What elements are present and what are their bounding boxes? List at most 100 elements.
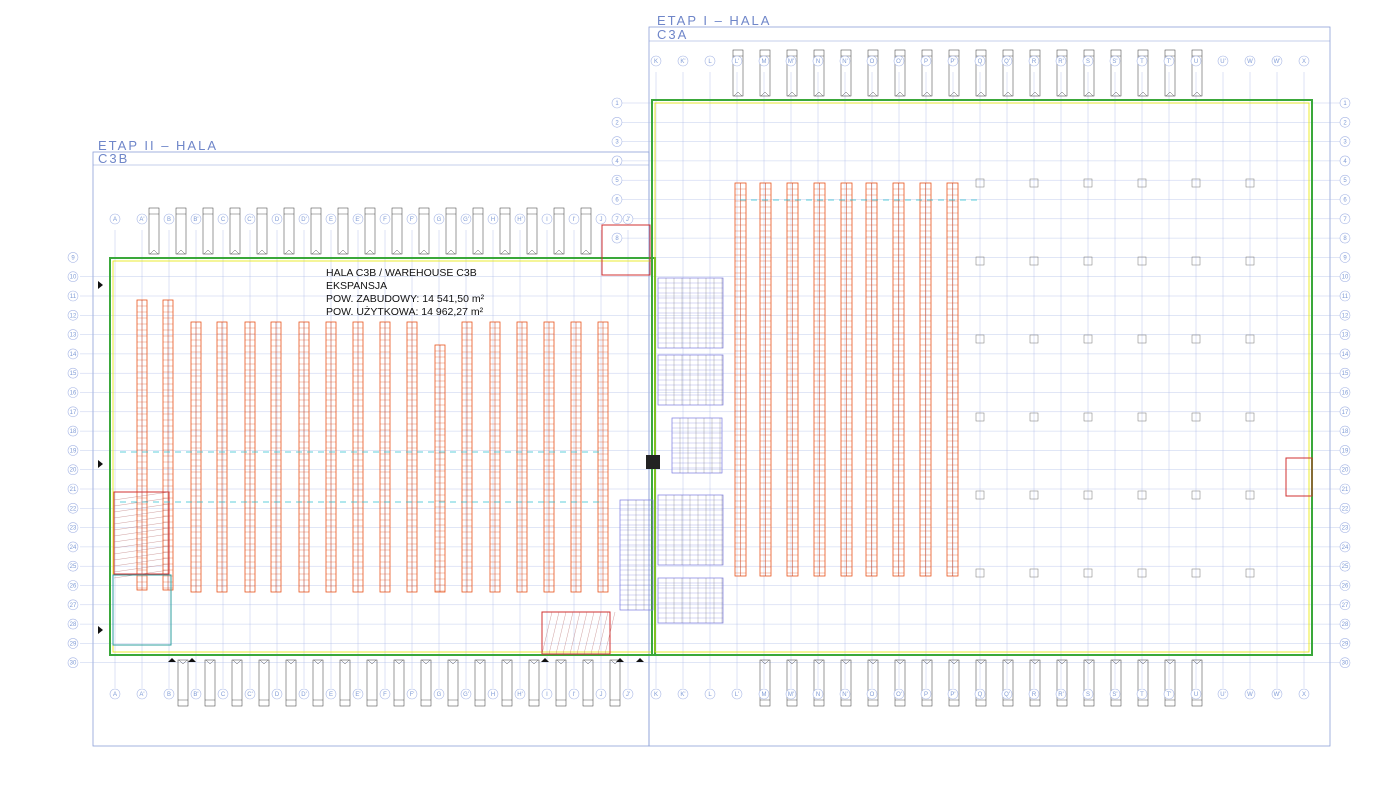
c3a-dock-top-ramp <box>949 91 959 97</box>
grid-bubble-label: M' <box>788 692 794 698</box>
c3a-dock-bottom <box>759 659 771 707</box>
column-marker <box>1029 178 1039 188</box>
grid-bubble <box>1339 367 1351 379</box>
grid-bubble <box>731 55 743 67</box>
grid-bubble-label: M <box>762 692 767 698</box>
grid-bubble <box>920 55 932 67</box>
c3b-dock-top <box>229 207 241 255</box>
grid-bubble-label: O <box>870 692 875 698</box>
grid-bubble <box>974 55 986 67</box>
c3b-dock-top-ramp <box>446 249 456 255</box>
grid-bubble <box>433 213 445 225</box>
hatch <box>562 611 574 655</box>
hatch <box>113 539 170 549</box>
column-marker <box>1245 412 1255 422</box>
grid-bubble-label: 24 <box>1342 545 1349 551</box>
grid-bubble-label: 1 <box>615 101 619 107</box>
grid-bubble-label: K' <box>680 692 685 698</box>
c3b-dock-bottom <box>312 659 324 707</box>
grid-bubble <box>1339 464 1351 476</box>
c3a-dock-bottom-ramp <box>868 659 878 665</box>
grid-bubble-label: 2 <box>1343 120 1347 126</box>
auxiliary-areas <box>98 178 1313 662</box>
grid-bubble-label: Q' <box>1004 59 1010 65</box>
c3a-dock-bottom <box>1029 659 1041 707</box>
column-marker <box>1083 334 1093 344</box>
grid-bubble-label: A' <box>139 692 144 698</box>
stage2-frame <box>92 151 650 747</box>
grid-bubble-label: 8 <box>1343 236 1347 242</box>
hatch <box>113 533 170 543</box>
grid-bubble <box>460 688 472 700</box>
grid-bubble <box>67 560 79 572</box>
c3b-dock-top <box>580 207 592 255</box>
grid-bubble <box>568 213 580 225</box>
grid-bubble-label: 17 <box>70 410 77 416</box>
hatch <box>113 515 170 525</box>
c3b-dock-bottom-ramp <box>232 659 242 665</box>
c3b-dock-bottom-ramp <box>313 659 323 665</box>
c3b-dock-bottom-ramp <box>583 659 593 665</box>
c3a-dock-bottom-ramp <box>1192 659 1202 665</box>
grid-bubble-label: L <box>708 59 712 65</box>
grid-bubble-label: 12 <box>1342 313 1349 319</box>
c3b-dock-bottom <box>258 659 270 707</box>
hatch <box>113 569 170 579</box>
grid-bubble <box>67 580 79 591</box>
c3a-dock-top <box>1164 49 1176 97</box>
grid-bubble-label: J <box>600 217 603 223</box>
c3b-dock-bottom <box>582 659 594 707</box>
grid-bubble <box>163 688 175 700</box>
grid-bubble-label: 19 <box>70 448 77 454</box>
c3b-dock-top-ramp <box>392 249 402 255</box>
grid-bubble <box>1339 502 1351 514</box>
grid-bubble <box>487 688 499 700</box>
c3a-dock-top <box>1056 49 1068 97</box>
column-marker <box>1245 490 1255 500</box>
c3b-dock-top-ramp <box>365 249 375 255</box>
grid-bubble <box>1339 638 1351 649</box>
grid-bubble <box>244 213 256 225</box>
grid-bubble-label: 12 <box>70 313 77 319</box>
grid-bubble <box>1163 55 1175 67</box>
column-marker <box>1083 256 1093 266</box>
grid-bubble <box>677 55 689 67</box>
grid-bubble-label: H <box>491 217 495 223</box>
c3a-dock-bottom <box>1137 659 1149 707</box>
warehouse-info-block: HALA C3B / WAREHOUSE C3B EKSPANSJA POW. … <box>326 267 485 318</box>
grid-bubble <box>839 55 851 67</box>
grid-bubble-label: 5 <box>615 178 619 184</box>
c3a-dock-bottom <box>1110 659 1122 707</box>
grid-bubble <box>1028 55 1040 67</box>
grid-bubble <box>1339 387 1351 398</box>
c3a-dock-top-ramp <box>868 91 878 97</box>
grid-bubble-label: E' <box>355 692 360 698</box>
grid-bubble-label: A <box>113 692 117 698</box>
c3b-hatched-room <box>541 611 611 655</box>
grid-bubble-label: R <box>1032 59 1037 65</box>
c3b-dock-bottom-ramp <box>367 659 377 665</box>
electrical-room <box>646 455 660 469</box>
grid-bubble-label: 10 <box>70 275 77 281</box>
grid-bubble <box>1339 329 1351 340</box>
c3b-dock-top <box>418 207 430 255</box>
c3a-dock-top <box>1029 49 1041 97</box>
grid-bubble <box>541 688 553 700</box>
grid-bubble <box>812 688 824 700</box>
grid-bubble <box>67 638 79 649</box>
c3a-dock-top <box>1002 49 1014 97</box>
c3a-dock-bottom <box>786 659 798 707</box>
grid-bubble <box>109 688 121 700</box>
grid-bubble-label: L' <box>735 692 739 698</box>
c3a-side-room <box>1285 457 1313 497</box>
c3a-dock-bottom-ramp <box>1030 659 1040 665</box>
c3a-dock-bottom-ramp <box>949 659 959 665</box>
c3a-dock-top-ramp <box>787 91 797 97</box>
hatch <box>113 563 170 573</box>
grid-bubble-label: 5 <box>1343 178 1347 184</box>
c3b-dock-bottom-ramp <box>394 659 404 665</box>
storage-racks <box>136 182 959 593</box>
column-marker <box>1245 256 1255 266</box>
grid-bubble <box>244 688 256 700</box>
grid-bubble-label: K' <box>680 59 685 65</box>
